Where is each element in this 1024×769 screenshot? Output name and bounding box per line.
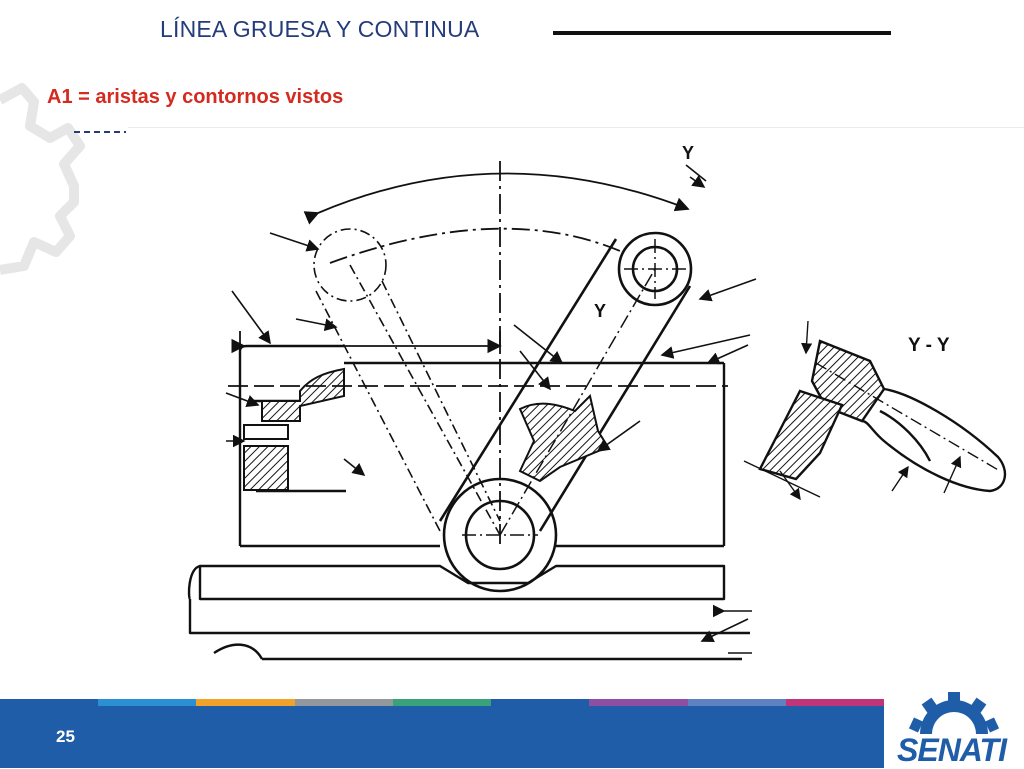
section-mark-middle: Y — [594, 301, 606, 321]
logo-wordmark: SENATI — [897, 732, 1007, 768]
senati-logo — [884, 690, 1024, 768]
section-mark-top: Y — [682, 143, 694, 163]
page-number: 25 — [56, 727, 75, 746]
slide-subtitle: A1 = aristas y contornos vistos — [47, 86, 344, 108]
slide-title: LÍNEA GRUESA Y CONTINUA — [160, 16, 480, 42]
color-stripe — [0, 699, 884, 706]
base-plate — [198, 564, 726, 601]
gear-logo-icon — [908, 692, 1000, 734]
technical-drawing: Y Y Y - Y — [128, 127, 1024, 686]
thick-line-sample — [553, 31, 891, 35]
background-gear-icon — [0, 83, 85, 275]
section-view-label: Y - Y — [908, 335, 950, 356]
dashed-line-sample — [74, 131, 126, 133]
footer-band — [0, 706, 884, 768]
